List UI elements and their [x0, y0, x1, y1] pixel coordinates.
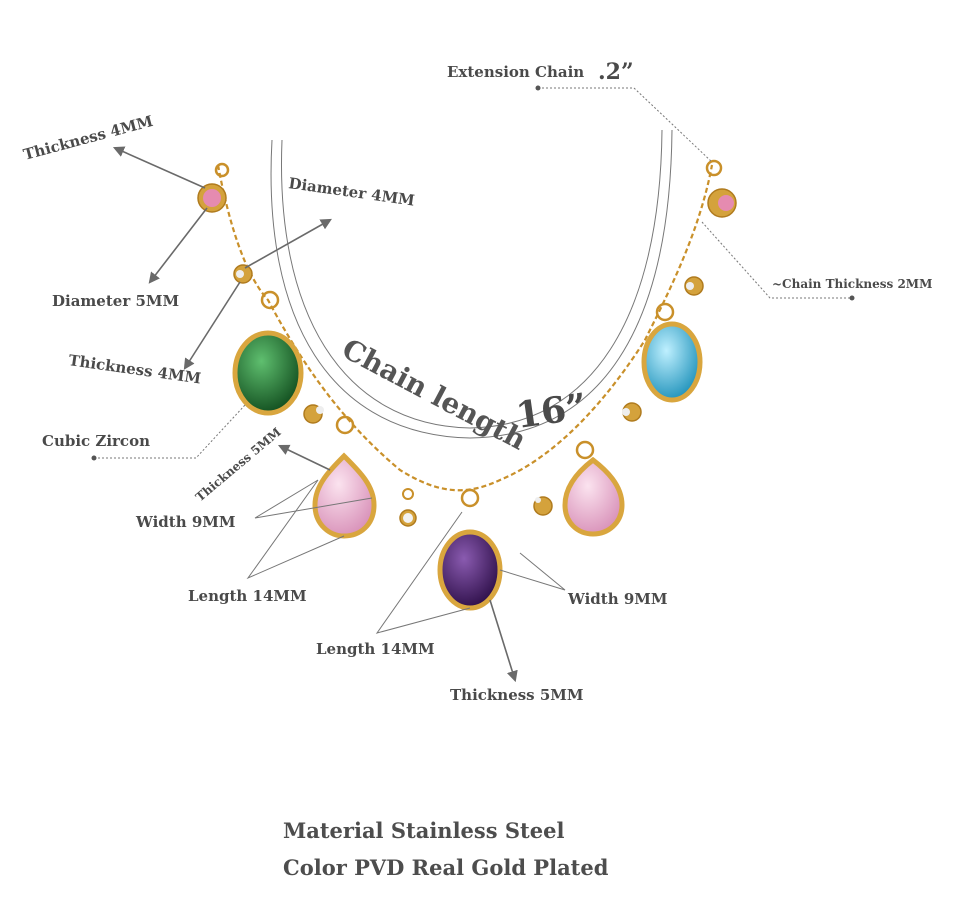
- arrow-thickness-top: [112, 146, 206, 189]
- small-charm-2: [303, 404, 324, 424]
- green-oval-pendant: [232, 290, 304, 416]
- arrow-thickness-bottom: [489, 599, 518, 683]
- label-extension-chain: Extension Chain: [447, 63, 584, 81]
- leader-dot-chain-thickness: [849, 295, 855, 301]
- small-pink-stone-left: [197, 183, 227, 213]
- clasp-ring-left: [214, 162, 230, 178]
- leader-extension-chain: [538, 87, 713, 163]
- label-extension-chain-value: .2”: [598, 59, 634, 85]
- purple-oval-pendant: [437, 488, 503, 611]
- label-length-center: Length 14MM: [316, 640, 435, 658]
- arrow-diameter-5mm: [148, 207, 208, 284]
- label-width-left: Width 9MM: [135, 513, 235, 531]
- label-diameter-4mm: Diameter 4MM: [287, 174, 415, 210]
- blue-oval-pendant: [641, 302, 703, 403]
- label-chain-length-value: 16”: [513, 385, 589, 436]
- label-chain-thickness: ~Chain Thickness 2MM: [772, 277, 932, 291]
- label-length-left: Length 14MM: [188, 587, 307, 605]
- label-thickness-4mm: Thickness 4MM: [67, 351, 202, 387]
- neck-outline: [270, 129, 673, 439]
- arrow-thickness-4mm: [183, 281, 241, 370]
- label-diameter-5mm: Diameter 5MM: [52, 292, 179, 310]
- guide-length-left: [246, 479, 345, 580]
- small-charm-4: [533, 496, 553, 516]
- guide-length-center: [375, 511, 471, 634]
- pink-teardrop-pendant-right: [562, 440, 625, 537]
- leader-dot-extension: [535, 85, 541, 91]
- footer-color: Color PVD Real Gold Plated: [283, 855, 609, 880]
- guide-width-left: [254, 479, 373, 519]
- label-thickness-bottom: Thickness 5MM: [450, 686, 584, 704]
- leader-dot-cubic-zircon: [91, 455, 97, 461]
- guide-width-right: [499, 552, 566, 591]
- small-charm-1: [233, 264, 253, 284]
- leader-cubic-zircon: [94, 404, 246, 459]
- label-cubic-zircon: Cubic Zircon: [42, 432, 150, 450]
- arrow-diameter-4mm: [244, 218, 332, 269]
- small-charm-5: [622, 402, 642, 422]
- arrow-thickness-5mm-side: [277, 444, 331, 471]
- footer-material: Material Stainless Steel: [283, 818, 564, 843]
- small-pink-stone-right: [707, 188, 737, 218]
- clasp-ring-right: [705, 159, 723, 177]
- label-thickness-5mm-side: Thickness 5MM: [193, 425, 284, 504]
- small-charm-6: [684, 276, 704, 296]
- necklace-chain: [216, 164, 714, 492]
- small-charm-3: [399, 488, 417, 527]
- pink-teardrop-pendant-left: [312, 415, 377, 539]
- neck-outline-inner: [280, 129, 663, 429]
- label-width-right: Width 9MM: [567, 590, 667, 608]
- leader-chain-thickness: [701, 221, 852, 299]
